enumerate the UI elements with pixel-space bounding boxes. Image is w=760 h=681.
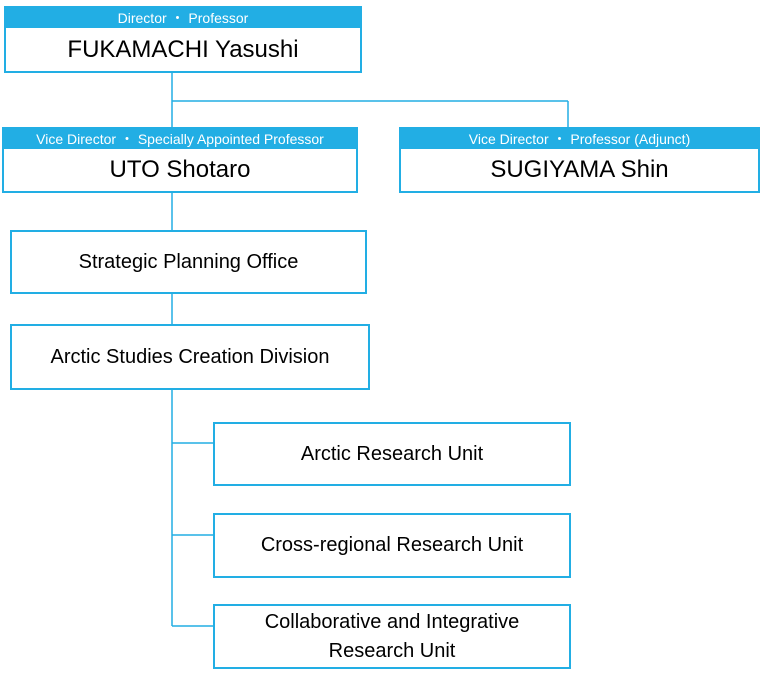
cross-regional-research-unit-box: Cross-regional Research Unit <box>213 513 571 578</box>
director-name: FUKAMACHI Yasushi <box>67 36 299 63</box>
strategic-planning-office-box: Strategic Planning Office <box>10 230 367 294</box>
vice-director-sugiyama-name: SUGIYAMA Shin <box>490 156 669 183</box>
vice-director-uto-name: UTO Shotaro <box>109 156 251 183</box>
arctic-research-unit-label: Arctic Research Unit <box>300 442 484 465</box>
arctic-studies-creation-division-box: Arctic Studies Creation Division <box>10 324 370 390</box>
cross-regional-research-unit-label: Cross-regional Research Unit <box>260 534 524 556</box>
arctic-studies-creation-division-label: Arctic Studies Creation Division <box>50 345 330 368</box>
vice-director-sugiyama-title: Vice Director ・ Professor (Adjunct) <box>401 129 758 149</box>
arctic-research-unit-box: Arctic Research Unit <box>213 422 571 486</box>
vice-director-sugiyama-box: Vice Director ・ Professor (Adjunct) SUGI… <box>399 127 760 193</box>
vice-director-uto-box: Vice Director ・ Specially Appointed Prof… <box>2 127 358 193</box>
collaborative-integrative-research-unit-label: Collaborative and Integrative Research U… <box>264 610 520 662</box>
collaborative-integrative-research-unit-box: Collaborative and Integrative Research U… <box>213 604 571 669</box>
director-box: Director ・ Professor FUKAMACHI Yasushi <box>4 6 362 73</box>
director-title: Director ・ Professor <box>6 8 360 28</box>
vice-director-uto-title: Vice Director ・ Specially Appointed Prof… <box>4 129 356 149</box>
strategic-planning-office-label: Strategic Planning Office <box>78 250 299 273</box>
